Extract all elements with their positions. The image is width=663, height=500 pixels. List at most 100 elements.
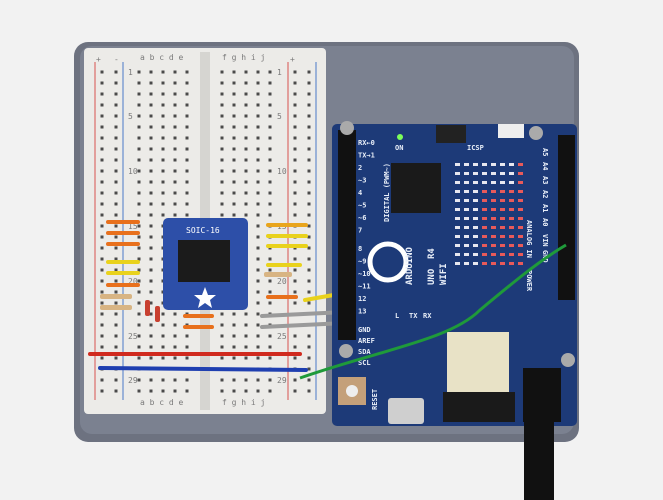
breadboard-hole [256,378,260,382]
breadboard-hole [161,136,165,140]
breadboard-hole [293,356,297,360]
breadboard-hole [161,191,165,195]
breadboard-hole [220,180,224,184]
matrix-led [482,235,487,238]
analog-pin-label: A4 [541,162,549,170]
breadboard-hole [137,235,141,239]
breadboard-hole [100,345,104,349]
breadboard-hole [244,136,248,140]
row-number: 1 [277,68,282,77]
breadboard-hole [149,92,153,96]
matrix-led [509,190,514,193]
digital-label: DIGITAL (PWM~) [383,163,391,222]
breadboard-hole [137,268,141,272]
breadboard-hole [307,213,311,217]
matrix-led [518,244,523,247]
capacitor [145,300,150,316]
breadboard-hole [161,389,165,393]
breadboard-hole [173,213,177,217]
breadboard-hole [114,246,118,250]
digital-pin-label: ~3 [358,177,366,185]
breadboard-hole [256,70,260,74]
breadboard-hole [100,70,104,74]
matrix-led [473,163,478,166]
matrix-led [455,163,460,166]
breadboard-hole [220,389,224,393]
breadboard-hole [100,268,104,272]
breadboard-hole [256,136,260,140]
breadboard-hole [256,356,260,360]
matrix-led [482,181,487,184]
matrix-led [491,244,496,247]
breadboard-hole [100,103,104,107]
matrix-led [491,253,496,256]
breadboard-hole [161,202,165,206]
breadboard-hole [220,147,224,151]
breadboard-hole [149,158,153,162]
usb-c-port[interactable] [388,398,424,424]
reset-label: RESET [371,389,379,410]
breadboard-hole [149,334,153,338]
breadboard-hole [173,180,177,184]
breadboard-hole [293,257,297,261]
matrix-led [518,217,523,220]
breadboard-hole [232,147,236,151]
breadboard-hole [293,345,297,349]
breadboard-hole [137,125,141,129]
matrix-led [509,208,514,211]
breadboard-hole [100,191,104,195]
breadboard-hole [293,389,297,393]
breadboard-hole [100,378,104,382]
breadboard-hole [161,312,165,316]
on-label: ON [395,144,403,152]
breadboard-hole [137,279,141,283]
breadboard-hole [149,81,153,85]
breadboard-hole [244,213,248,217]
matrix-led [518,181,523,184]
breadboard-hole [307,268,311,272]
breadboard-hole [114,169,118,173]
breadboard-hole [161,180,165,184]
matrix-led [500,163,505,166]
breadboard-hole [114,147,118,151]
breadboard-hole [307,103,311,107]
breadboard-hole [185,136,189,140]
breadboard-hole [185,378,189,382]
matrix-led [455,199,460,202]
digital-pin-label: 8 [358,245,362,253]
breadboard-hole [307,279,311,283]
matrix-led [518,199,523,202]
matrix-led [464,181,469,184]
breadboard-hole [293,180,297,184]
breadboard-hole [149,257,153,261]
breadboard-hole [114,312,118,316]
breadboard-hole [232,213,236,217]
breadboard-hole [161,323,165,327]
breadboard-hole [161,125,165,129]
breadboard-hole [232,81,236,85]
breadboard-hole [161,378,165,382]
breadboard-hole [268,213,272,217]
breadboard-hole [293,279,297,283]
breadboard-hole [114,125,118,129]
analog-pin-label: A5 [541,148,549,156]
breadboard-hole [220,92,224,96]
left-pin-label: SCL [358,359,371,367]
breadboard-hole [232,125,236,129]
breadboard-hole [232,202,236,206]
breadboard-hole [268,169,272,173]
breadboard-hole [256,279,260,283]
breadboard-hole [244,323,248,327]
breadboard-hole [137,345,141,349]
breadboard-hole [185,180,189,184]
breadboard-hole [268,180,272,184]
dc-power-jack[interactable] [523,368,561,422]
matrix-led [455,253,460,256]
breadboard-hole [256,312,260,316]
breadboard-hole [114,301,118,305]
matrix-led [500,226,505,229]
breadboard-hole [149,224,153,228]
breadboard-hole [307,224,311,228]
breadboard-hole [137,92,141,96]
matrix-led [491,235,496,238]
